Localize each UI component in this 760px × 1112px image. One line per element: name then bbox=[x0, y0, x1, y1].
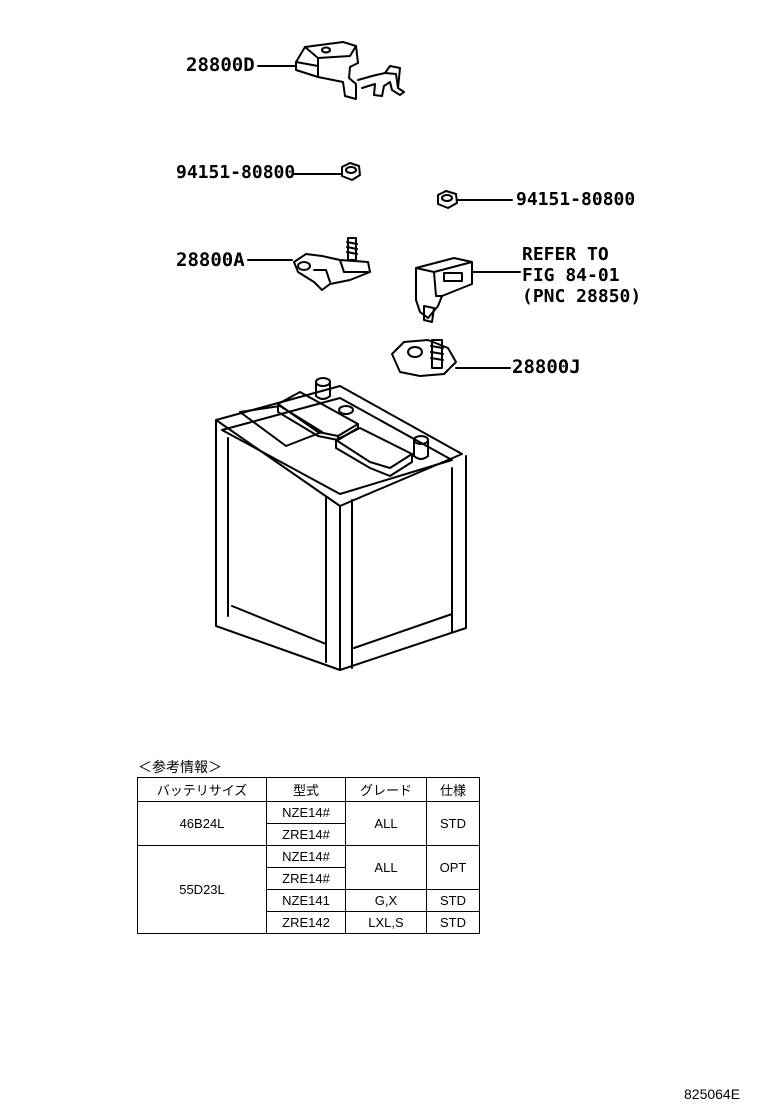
cell-model: ZRE14# bbox=[266, 823, 346, 846]
cell-battery-size: 46B24L bbox=[137, 801, 267, 846]
cell-model: ZRE14# bbox=[266, 867, 346, 890]
cell-grade: LXL,S bbox=[345, 911, 427, 934]
cell-spec: STD bbox=[426, 801, 480, 846]
cell-grade: G,X bbox=[345, 889, 427, 912]
cell-model: NZE14# bbox=[266, 801, 346, 824]
header-grade: グレード bbox=[345, 777, 427, 802]
cell-grade: ALL bbox=[345, 845, 427, 890]
label-nut-right: 94151-80800 bbox=[516, 189, 636, 210]
refer-line-3: (PNC 28850) bbox=[522, 286, 642, 307]
label-28800D: 28800D bbox=[186, 54, 255, 76]
cell-spec: STD bbox=[426, 911, 480, 934]
table-row: 46B24L NZE14# ALL STD bbox=[137, 801, 480, 846]
refer-line-1: REFER TO bbox=[522, 244, 609, 265]
table-row: ZRE142 LXL,S STD bbox=[138, 911, 480, 934]
label-nut-left: 94151-80800 bbox=[176, 162, 296, 183]
figure-number: 825064E bbox=[684, 1086, 741, 1102]
referred-part bbox=[415, 257, 473, 323]
nut-left-part bbox=[341, 162, 361, 181]
header-model: 型式 bbox=[266, 777, 346, 802]
header-battery-size: バッテリサイズ bbox=[137, 777, 267, 802]
cell-model: NZE141 bbox=[266, 889, 346, 912]
refer-line-2: FIG 84-01 bbox=[522, 265, 620, 286]
refer-note: REFER TO FIG 84-01 (PNC 28850) bbox=[522, 244, 641, 307]
cell-spec: STD bbox=[426, 889, 480, 912]
positive-terminal-part bbox=[293, 237, 371, 291]
header-spec: 仕様 bbox=[426, 777, 480, 802]
battery-part bbox=[215, 377, 467, 671]
table-row: 55D23L NZE14# ALL OPT bbox=[137, 845, 480, 934]
cell-battery-size: 55D23L bbox=[137, 845, 267, 934]
reference-info-table: バッテリサイズ 型式 グレード 仕様 46B24L NZE14# ALL STD… bbox=[137, 777, 480, 934]
reference-info-title: ＜参考情報＞ bbox=[138, 760, 222, 776]
negative-terminal-part bbox=[391, 339, 457, 377]
label-28800A: 28800A bbox=[176, 249, 245, 271]
nut-right-part bbox=[437, 190, 458, 209]
cell-model: ZRE142 bbox=[266, 911, 346, 934]
clamp-cover-part bbox=[295, 41, 405, 100]
cell-model: NZE14# bbox=[266, 845, 346, 868]
cell-grade: ALL bbox=[345, 801, 427, 846]
table-header-row: バッテリサイズ 型式 グレード 仕様 bbox=[137, 777, 480, 802]
table-row: ZRE14# bbox=[138, 823, 480, 846]
cell-spec: OPT bbox=[426, 845, 480, 890]
label-28800J: 28800J bbox=[512, 356, 581, 378]
